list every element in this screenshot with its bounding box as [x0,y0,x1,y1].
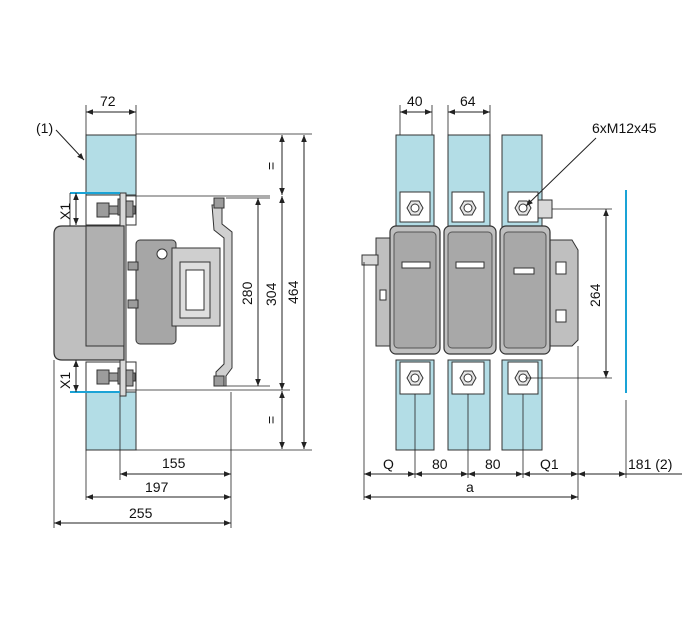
dim-80-first: 80 [432,456,448,472]
dim-a: a [466,479,474,495]
dim-255: 255 [129,505,153,521]
busbar-bottom-side [85,391,137,451]
dim-q1: Q1 [540,456,559,472]
dim-264: 264 [587,283,603,307]
dim-197: 197 [145,479,169,495]
dim-q: Q [383,456,394,472]
note-1: (1) [36,120,53,136]
side-coil-module [135,239,177,345]
front-right-accessory [547,239,579,347]
dim-181-note-2: 181 (2) [628,456,672,472]
screw-bottom-2 [459,370,477,386]
dim-80-second: 80 [485,456,501,472]
screw-top-2 [459,200,477,216]
dim-x1-bottom: X1 [57,372,73,389]
dim-72: 72 [100,93,116,109]
busbar-top-side [85,134,137,196]
dim-304: 304 [263,282,279,306]
front-view: 40 64 6xM12x45 264 Q 80 80 Q1 181 (2) [361,93,682,500]
dim-x1-top: X1 [57,203,73,220]
dim-64: 64 [460,93,476,109]
screw-bottom-1 [406,370,424,386]
dim-464: 464 [285,280,301,304]
dim-equal-bottom: = [263,416,279,424]
side-body-front [85,225,125,347]
side-view: 72 (1) X1 X1 280 304 = = 464 155 197 [36,93,312,528]
dim-equal-top: = [263,162,279,170]
side-coil-knob [156,248,168,260]
screw-top-1 [406,200,424,216]
dim-280: 280 [239,281,255,305]
screw-spec-label: 6xM12x45 [592,120,657,136]
dim-40: 40 [407,93,423,109]
dim-155: 155 [162,455,186,471]
